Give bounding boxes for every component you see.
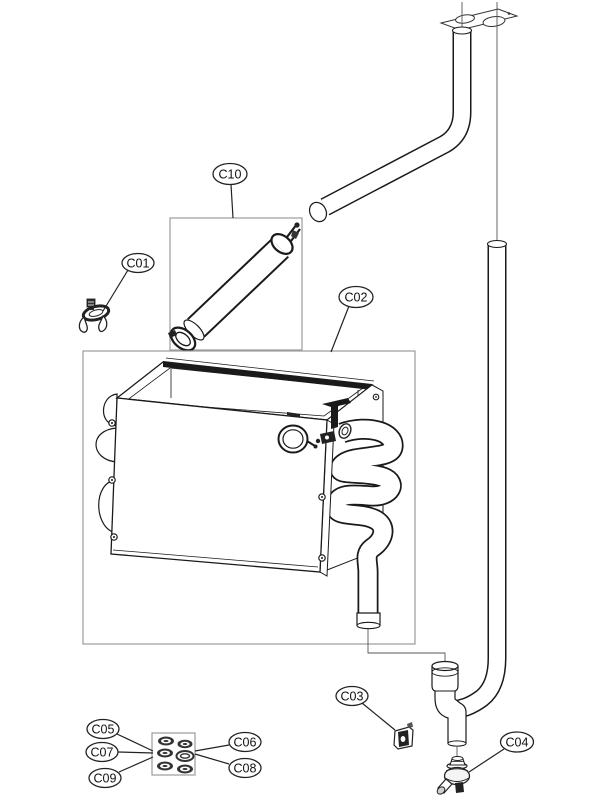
callout-C10: C10 bbox=[212, 162, 248, 186]
callout-label: C06 bbox=[234, 736, 257, 750]
leader-C01 bbox=[102, 269, 129, 312]
callout-label: C07 bbox=[91, 746, 114, 760]
pipe-top-opening bbox=[451, 26, 473, 35]
flange-hole-right bbox=[482, 16, 506, 27]
elbow-outlet-opening bbox=[447, 740, 467, 747]
leader-C04 bbox=[468, 748, 505, 773]
connector-hose-part bbox=[168, 222, 301, 352]
callout-label: C10 bbox=[219, 168, 242, 182]
drain-valve-part bbox=[436, 756, 471, 795]
gasket bbox=[175, 750, 195, 762]
callout-C06: C06 bbox=[228, 731, 262, 753]
gasket-set bbox=[157, 736, 195, 774]
small-clamp-part bbox=[393, 722, 414, 750]
hose-connection-line bbox=[367, 629, 446, 663]
gasket bbox=[157, 748, 173, 758]
outlet-fittings bbox=[315, 398, 352, 444]
callout-label: C02 bbox=[345, 291, 368, 305]
callout-C05: C05 bbox=[86, 718, 120, 740]
leader-C02 bbox=[330, 305, 350, 353]
leader-C09 bbox=[118, 756, 154, 773]
pipe-open-end bbox=[308, 201, 328, 223]
bent-supply-pipe bbox=[308, 26, 473, 223]
gasket bbox=[177, 739, 193, 749]
heater-unit-box bbox=[95, 357, 404, 630]
elbow-fitting bbox=[431, 660, 467, 747]
serpentine-hose bbox=[325, 418, 404, 630]
callout-C07: C07 bbox=[85, 741, 119, 763]
panel-screws bbox=[108, 419, 326, 562]
callout-label: C05 bbox=[92, 723, 115, 737]
leader-C03 bbox=[361, 702, 396, 731]
flange-screw-hole bbox=[507, 12, 511, 15]
leader-C10 bbox=[230, 184, 234, 219]
leader-C07 bbox=[117, 751, 154, 754]
box-back-rim bbox=[163, 361, 372, 390]
callout-label: C09 bbox=[94, 772, 117, 786]
callout-C09: C09 bbox=[88, 767, 122, 789]
pipe-top-opening bbox=[486, 239, 508, 249]
circular-port-clamp bbox=[277, 424, 318, 454]
left-hose-loop bbox=[95, 427, 118, 463]
callout-label: C03 bbox=[341, 690, 364, 704]
leader-C06 bbox=[194, 744, 230, 752]
gasket bbox=[158, 736, 174, 746]
leader-C05 bbox=[116, 733, 154, 752]
spring-clamp-part bbox=[78, 298, 111, 333]
callout-C08: C08 bbox=[228, 757, 262, 779]
gasket bbox=[157, 761, 173, 771]
rim-slot bbox=[287, 412, 300, 417]
callout-C01: C01 bbox=[121, 252, 155, 274]
long-return-pipe bbox=[456, 239, 508, 719]
flange-hole-left bbox=[455, 14, 475, 24]
hose-detail-box bbox=[169, 217, 303, 351]
callout-label: C01 bbox=[127, 257, 150, 271]
callout-label: C08 bbox=[234, 762, 257, 776]
callout-C02: C02 bbox=[338, 285, 374, 309]
hose-clamp-upper bbox=[270, 233, 294, 255]
callout-C03: C03 bbox=[335, 685, 369, 707]
callout-C04: C04 bbox=[499, 731, 535, 753]
mounting-flange-plate bbox=[439, 8, 519, 31]
box-front-panel bbox=[110, 397, 328, 573]
heater-box-detail-box bbox=[82, 350, 416, 645]
callout-label: C04 bbox=[506, 736, 529, 750]
gasket bbox=[177, 764, 193, 774]
leader-C08 bbox=[194, 753, 230, 765]
